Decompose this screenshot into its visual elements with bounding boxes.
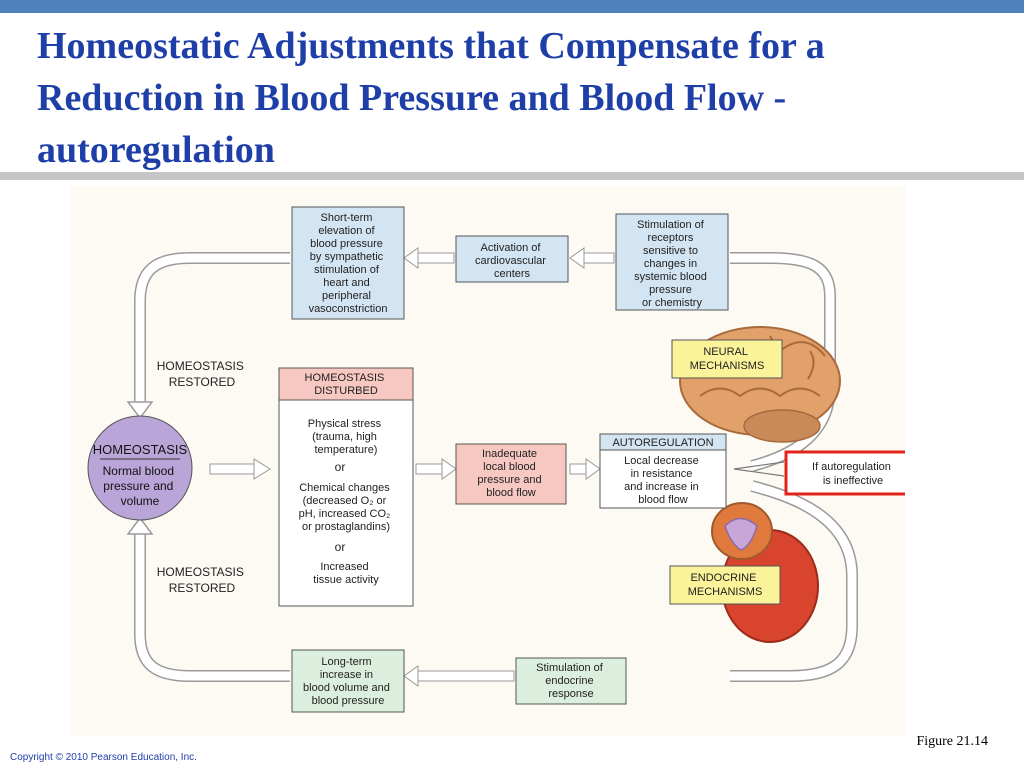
homeostasis-circle: HOMEOSTASIS Normal blood pressure and vo… <box>87 415 193 521</box>
short-term-elevation-box: Short-term elevation of blood pressure b… <box>291 206 405 320</box>
homeostasis-disturbed-box: HOMEOSTASIS DISTURBED Physical stress (t… <box>278 367 414 607</box>
arrowhead-to-homeostasis-top <box>126 401 154 420</box>
arrowhead-to-homeostasis-bottom <box>126 516 154 535</box>
disturbed-stress: Physical stress (trauma, high temperatur… <box>308 418 384 456</box>
or-separator: or <box>335 540 346 554</box>
arrow-stimulation-to-activation <box>569 247 615 269</box>
svg-text:HOMEOSTASIS: HOMEOSTASIS <box>93 442 188 457</box>
svg-text:Inadequate local blood: Inadequate local blood pressure and bloo… <box>477 448 544 499</box>
autoregulation-ineffective-label: If autoregulation is ineffective <box>733 450 905 496</box>
disturbed-activity: Increased tissue activity <box>313 561 379 586</box>
svg-text:Local decrease in resi: Local decrease in resistance and increas… <box>624 455 702 506</box>
disturbed-chemical: Chemical changes (decreased O₂ or pH, in… <box>299 482 394 533</box>
figure-caption: Figure 21.14 <box>916 734 988 749</box>
homeostasis-diagram: Short-term elevation of blood pressure b… <box>87 206 905 713</box>
slide-title-line: Homeostatic Adjustments that Compensate … <box>37 25 825 67</box>
disturbed-header: HOMEOSTASIS DISTURBED <box>305 372 388 397</box>
figure-panel: Short-term elevation of blood pressure b… <box>70 186 905 736</box>
short-term-text: Short-term elevation of blood pressure b… <box>309 212 388 315</box>
svg-text:ENDOCRINE MECHANISMS: ENDOCRINE MECHANISMS <box>688 572 763 598</box>
svg-text:If autoregulation is i: If autoregulation is ineffective <box>812 461 894 487</box>
homeostasis-restored-top: HOMEOSTASIS RESTORED <box>157 359 247 389</box>
svg-text:Normal blood pressure: Normal blood pressure and volume <box>103 464 178 508</box>
slide-title: Homeostatic Adjustments that Compensate … <box>37 20 997 176</box>
left-bottom-loop-arrow <box>134 534 290 682</box>
arrow-disturbed-to-inadequate <box>415 458 457 480</box>
slide-title-line: Reduction in Blood Pressure and Blood Fl… <box>37 77 787 119</box>
stimulation-receptors-text: Stimulation of receptors sensitive to ch… <box>634 219 710 309</box>
activation-text: Activation of cardiovascular centers <box>475 242 549 280</box>
long-term-increase-box: Long-term increase in blood volume and b… <box>291 649 405 713</box>
neural-mechanisms-label: NEURAL MECHANISMS <box>671 339 783 379</box>
copyright-notice: Copyright © 2010 Pearson Education, Inc. <box>10 752 197 763</box>
svg-text:NEURAL MECHANISMS: NEURAL MECHANISMS <box>690 346 765 372</box>
svg-text:AUTOREGULATION: AUTOREGULATION <box>612 437 713 449</box>
activation-cardiovascular-box: Activation of cardiovascular centers <box>455 235 569 283</box>
title-divider <box>0 172 1024 180</box>
arrow-activation-to-shortterm <box>403 247 455 269</box>
autoregulation-box: AUTOREGULATION Local decrease in resista… <box>599 433 727 509</box>
homeostasis-restored-bottom: HOMEOSTASIS RESTORED <box>157 565 247 595</box>
arrow-endocrine-to-longterm <box>403 665 515 687</box>
svg-text:Long-term increase in: Long-term increase in blood volume and b… <box>303 656 393 707</box>
arrow-homeostasis-to-disturbed <box>209 458 271 480</box>
arrow-inadequate-to-autoregulation <box>569 458 601 480</box>
stimulation-receptors-box: Stimulation of receptors sensitive to ch… <box>615 213 729 311</box>
slide-title-line: autoregulation <box>37 129 275 171</box>
endocrine-mechanisms-label: ENDOCRINE MECHANISMS <box>669 565 781 605</box>
svg-text:Stimulation of endocri: Stimulation of endocrine response <box>536 662 606 700</box>
stimulation-endocrine-box: Stimulation of endocrine response <box>515 657 627 705</box>
inadequate-blood-flow-box: Inadequate local blood pressure and bloo… <box>455 443 567 505</box>
top-accent-bar <box>0 0 1024 13</box>
or-separator: or <box>335 460 346 474</box>
